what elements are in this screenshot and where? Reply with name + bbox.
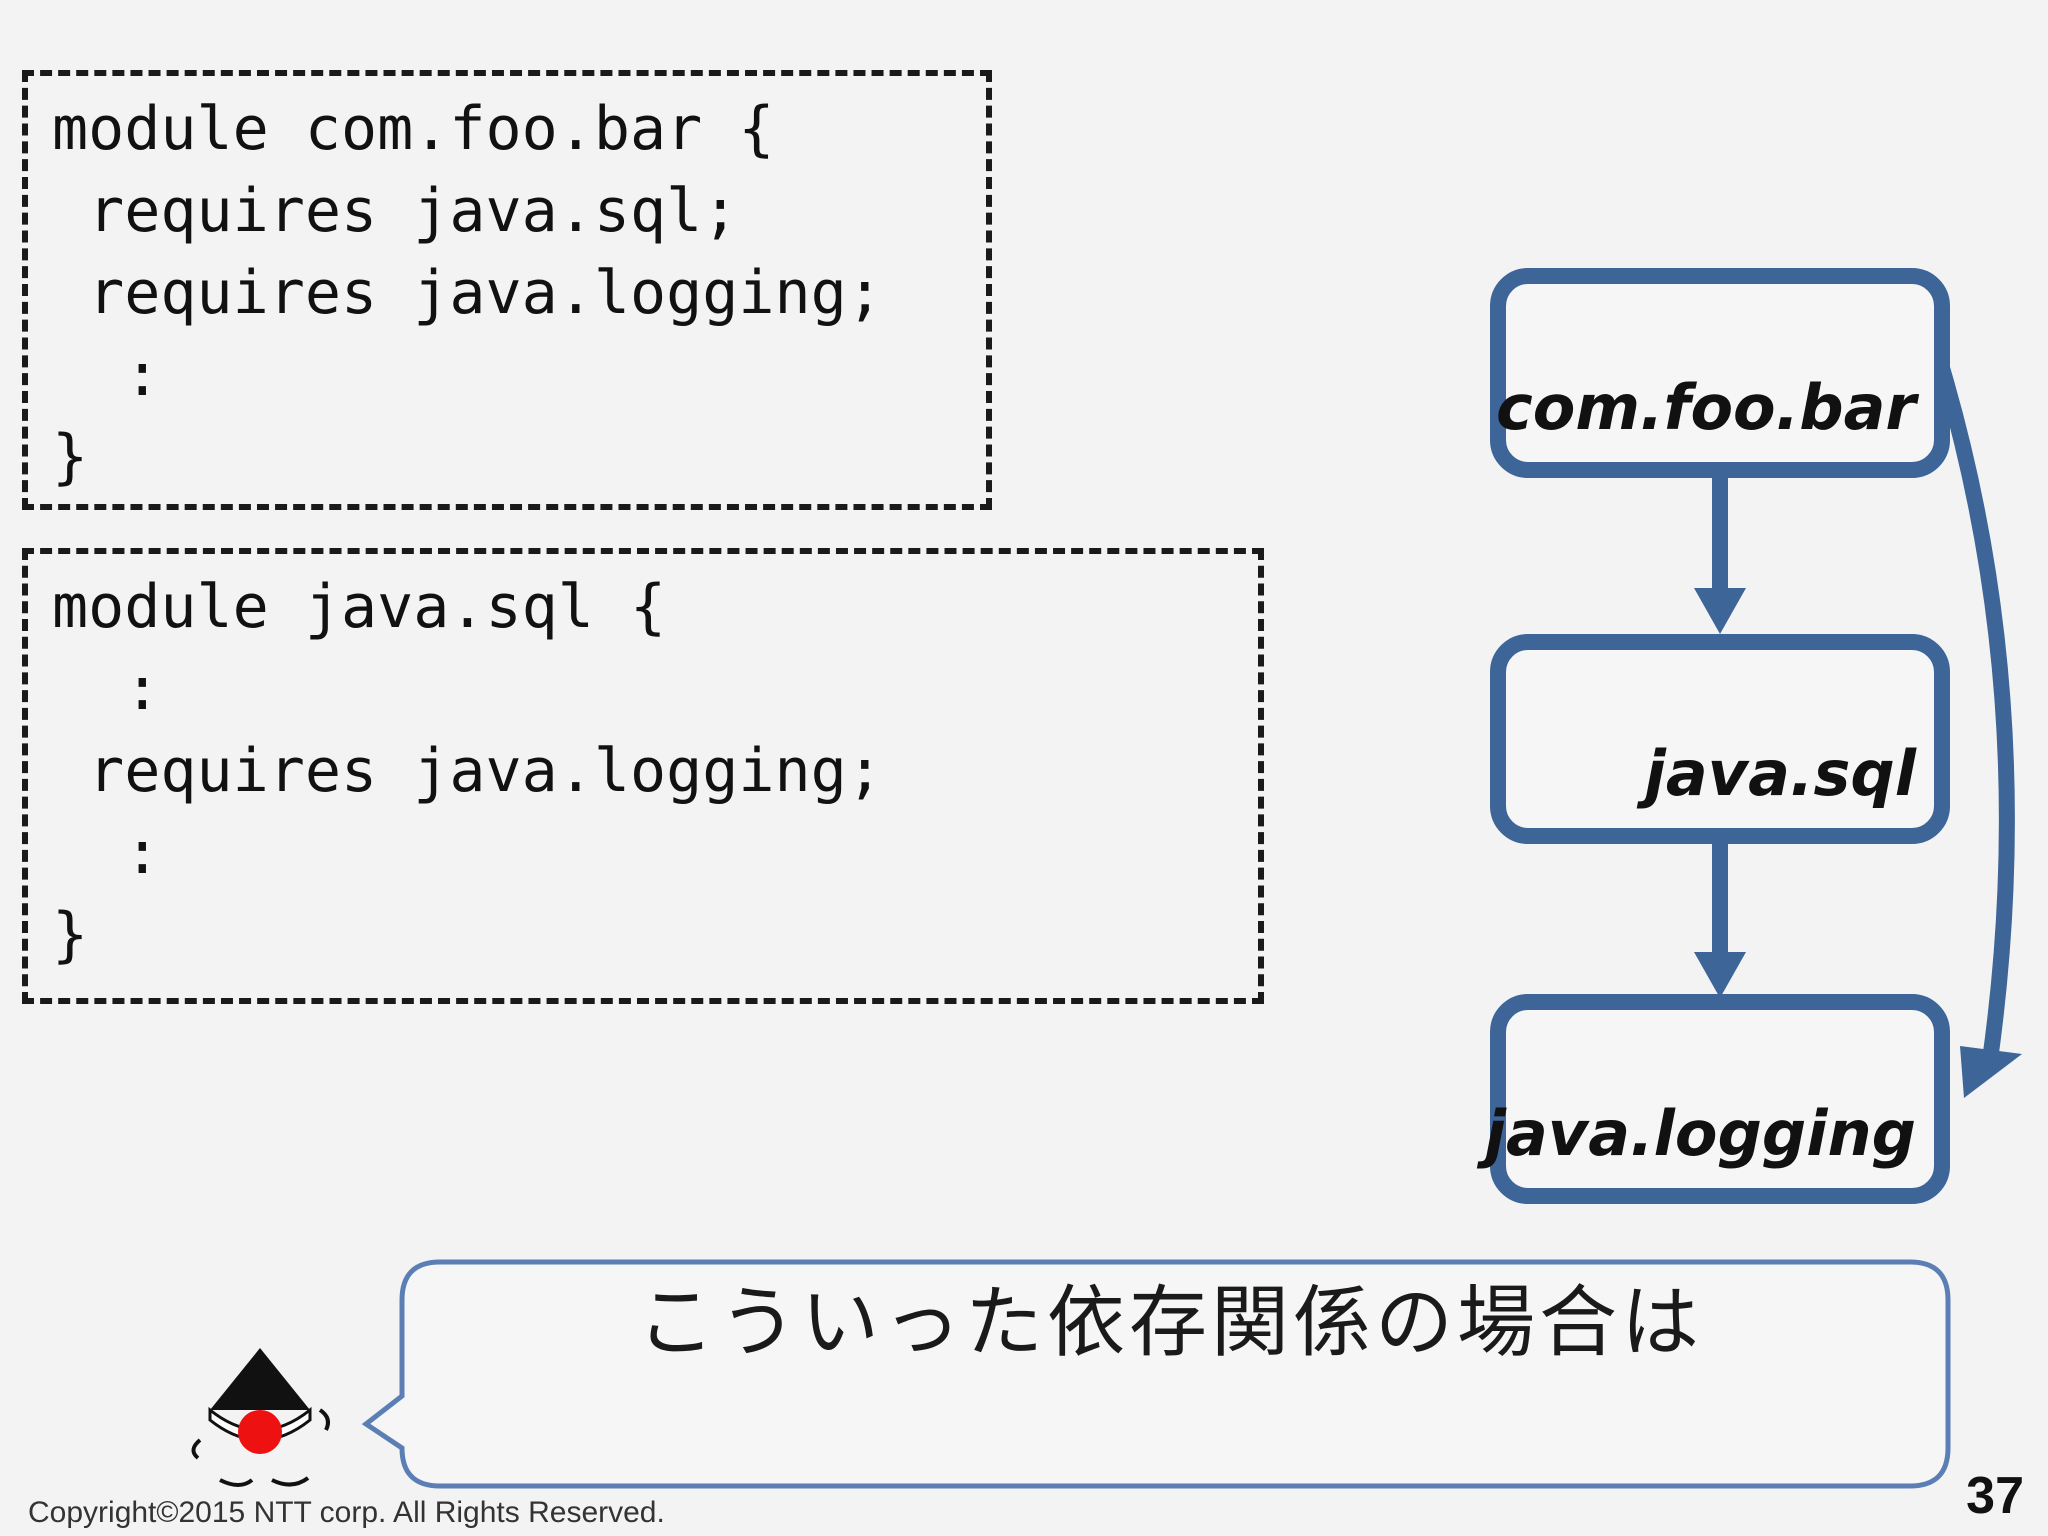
- code-java-sql: module java.sql { : requires java.loggin…: [52, 566, 883, 976]
- node-label: java.sql: [1644, 737, 1916, 810]
- speech-bubble-text: こういった依存関係の場合は: [636, 1278, 1703, 1368]
- node-com-foo-bar: com.foo.bar: [1490, 268, 1950, 478]
- code-line: }: [52, 900, 89, 970]
- copyright-text: Copyright©2015 NTT corp. All Rights Rese…: [28, 1496, 665, 1529]
- code-line: :: [52, 818, 161, 888]
- code-line: }: [52, 422, 89, 492]
- code-line: :: [52, 654, 161, 724]
- code-box-java-sql: [22, 548, 1264, 1004]
- node-java-logging: java.logging: [1485, 994, 1950, 1204]
- duke-mascot-icon: [191, 1348, 330, 1487]
- code-line: requires java.logging;: [52, 736, 883, 806]
- node-label: com.foo.bar: [1495, 371, 1916, 444]
- code-com-foo-bar: module com.foo.bar { requires java.sql; …: [52, 88, 883, 498]
- code-line: requires java.sql;: [52, 176, 739, 246]
- code-line: module com.foo.bar {: [52, 94, 775, 164]
- code-box-com-foo-bar: [22, 70, 992, 510]
- node-java-sql: java.sql: [1490, 634, 1950, 844]
- code-line: :: [52, 340, 161, 410]
- node-label: java.logging: [1484, 1097, 1916, 1170]
- code-line: module java.sql {: [52, 572, 667, 642]
- code-line: requires java.logging;: [52, 258, 883, 328]
- page-number: 37: [1966, 1467, 2024, 1525]
